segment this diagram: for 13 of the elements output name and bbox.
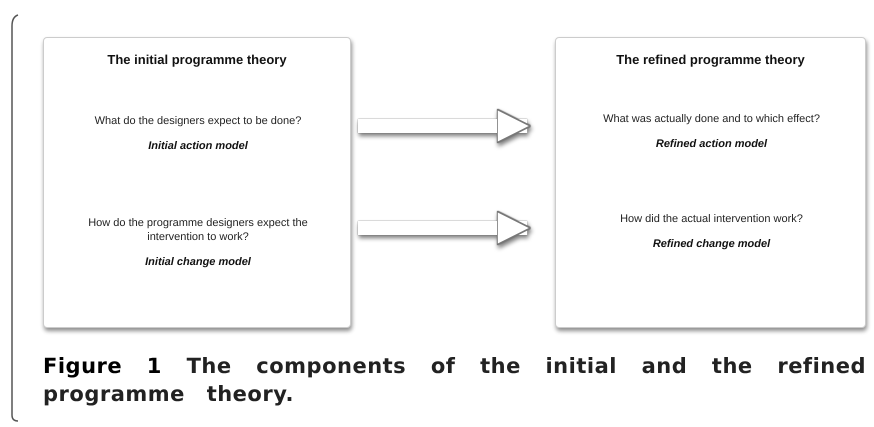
card-heading: The refined programme theory — [615, 52, 806, 67]
model-label: Refined action model — [654, 138, 768, 150]
question-text: What was actually done and to which effect? — [602, 112, 821, 126]
figure-caption: Figure 1 The components of the initial and the refined programme theory. — [43, 353, 866, 408]
question-text: How do the programme designers expect the intervention to work? — [87, 216, 309, 244]
question-text: What do the designers expect to be done? — [94, 114, 302, 128]
model-label: Initial action model — [147, 140, 249, 152]
theory-card — [555, 37, 866, 328]
model-label: Initial change model — [144, 256, 252, 268]
question-text: How did the actual intervention work? — [619, 212, 804, 226]
model-label: Refined change model — [652, 238, 772, 250]
card-heading: The initial programme theory — [106, 52, 288, 67]
theory-card — [43, 37, 351, 328]
